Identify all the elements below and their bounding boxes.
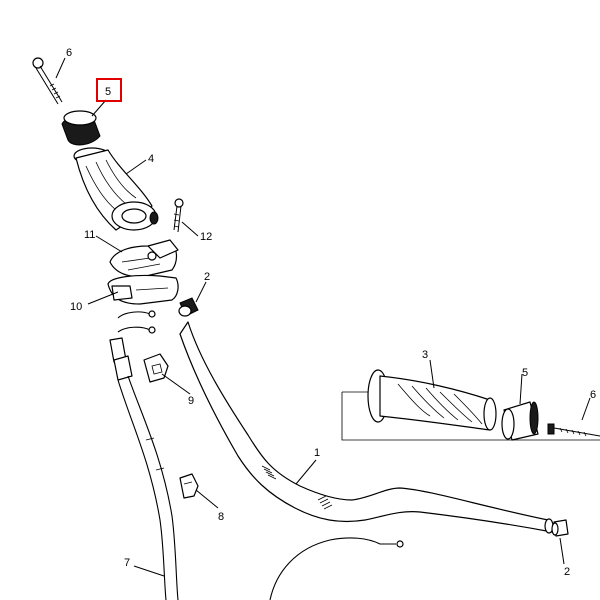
callout-7[interactable]: 7 bbox=[124, 557, 130, 569]
lower-cable bbox=[269, 537, 404, 600]
callout-12[interactable]: 12 bbox=[200, 231, 212, 243]
callout-6-right[interactable]: 6 bbox=[590, 389, 596, 401]
screw-part-12[interactable] bbox=[173, 198, 184, 233]
end-plug-part-2-lower[interactable] bbox=[551, 519, 569, 537]
handlebar-part-1[interactable] bbox=[179, 321, 554, 534]
callout-1[interactable]: 1 bbox=[314, 447, 320, 459]
callout-4[interactable]: 4 bbox=[148, 153, 154, 165]
throttle-grip-part-4[interactable] bbox=[73, 147, 159, 231]
callout-11[interactable]: 11 bbox=[84, 229, 95, 241]
callout-6-left[interactable]: 6 bbox=[66, 47, 72, 59]
callout-3[interactable]: 3 bbox=[422, 349, 428, 361]
highlight-box-part-5 bbox=[96, 78, 122, 102]
throttle-housing-upper-part-11[interactable] bbox=[109, 239, 179, 278]
callout-2-upper[interactable]: 2 bbox=[204, 271, 210, 283]
right-grip-part-3[interactable] bbox=[367, 369, 497, 431]
throttle-housing-lower-part-10[interactable] bbox=[107, 274, 179, 305]
grip-end-weight-part-5-left[interactable] bbox=[61, 110, 101, 146]
callout-2-lower[interactable]: 2 bbox=[564, 566, 570, 578]
grip-end-weight-part-5-right[interactable] bbox=[501, 401, 539, 441]
cable-clamp-part-8[interactable] bbox=[179, 473, 199, 499]
cable-clamp-part-9[interactable] bbox=[143, 353, 169, 383]
callout-9[interactable]: 9 bbox=[188, 395, 194, 407]
callout-5-right[interactable]: 5 bbox=[522, 367, 528, 379]
callout-8[interactable]: 8 bbox=[218, 511, 224, 523]
leader-lines bbox=[55, 57, 591, 577]
callout-10[interactable]: 10 bbox=[70, 301, 82, 313]
screw-part-6-right[interactable] bbox=[547, 423, 600, 437]
callout-5-left[interactable]: 5 bbox=[105, 86, 111, 98]
throttle-cables-part-7[interactable] bbox=[109, 310, 179, 600]
screw-part-6-left[interactable] bbox=[32, 57, 63, 105]
end-plug-part-2-upper[interactable] bbox=[178, 297, 199, 317]
